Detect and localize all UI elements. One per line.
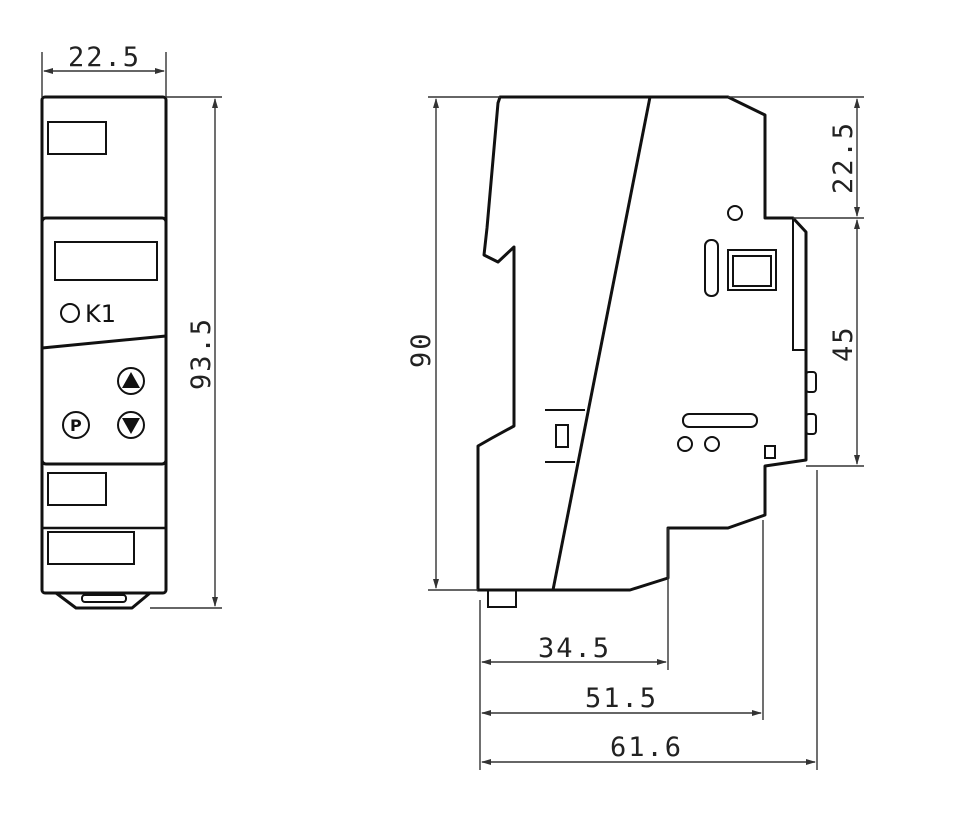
depth-2-dimension: 51.5 (481, 520, 764, 720)
top-section-label: 22.5 (828, 121, 859, 194)
panel-divider (41, 334, 167, 350)
lower-label-window-1 (47, 472, 107, 506)
side-height-label: 90 (406, 331, 437, 368)
side-window-outer (727, 249, 777, 291)
side-slot-vertical (704, 239, 719, 297)
front-height-label: 93.5 (186, 317, 217, 390)
side-housing (476, 95, 808, 592)
top-label-window (47, 121, 107, 155)
side-slot-horizontal (682, 413, 758, 428)
latch-window (555, 424, 569, 448)
terminal-screw-top (805, 371, 817, 393)
depth-2-label: 51.5 (585, 683, 658, 714)
terminal-block (792, 218, 806, 351)
side-view (476, 95, 817, 608)
terminal-screw-bottom (805, 413, 817, 435)
side-hole-left (677, 436, 693, 452)
front-height-dimension: 93.5 (150, 96, 222, 609)
depth-1-dimension: 34.5 (479, 528, 669, 770)
front-width-label: 22.5 (68, 42, 141, 73)
depth-1-label: 34.5 (538, 633, 611, 664)
p-button[interactable] (62, 411, 90, 439)
latch-bracket (545, 409, 585, 463)
display-window (54, 241, 158, 281)
side-window-inner (732, 255, 772, 287)
top-hole (727, 205, 743, 221)
side-height-dimension: 90 (406, 96, 500, 591)
up-arrow-icon (122, 372, 140, 388)
lower-label-window-2 (47, 531, 135, 565)
side-hole-right (704, 436, 720, 452)
k1-label: K1 (85, 300, 116, 328)
top-section-dimension: 22.5 (728, 96, 864, 219)
down-button[interactable] (117, 411, 145, 439)
depth-3-label: 61.6 (610, 732, 683, 763)
lower-foot (487, 590, 517, 608)
up-button[interactable] (117, 367, 145, 395)
p-button-label: P (70, 416, 82, 435)
front-width-dimension: 22.5 (41, 42, 167, 97)
down-arrow-icon (122, 418, 140, 434)
din-clip-slot (81, 594, 127, 603)
front-view: K1 P (40, 95, 168, 610)
small-notch (764, 445, 776, 459)
k1-led-icon (60, 303, 80, 323)
middle-section-label: 45 (828, 325, 859, 362)
cover-diagonal (551, 96, 652, 591)
middle-section-dimension: 45 (806, 219, 864, 467)
depth-3-dimension: 61.6 (481, 470, 818, 770)
